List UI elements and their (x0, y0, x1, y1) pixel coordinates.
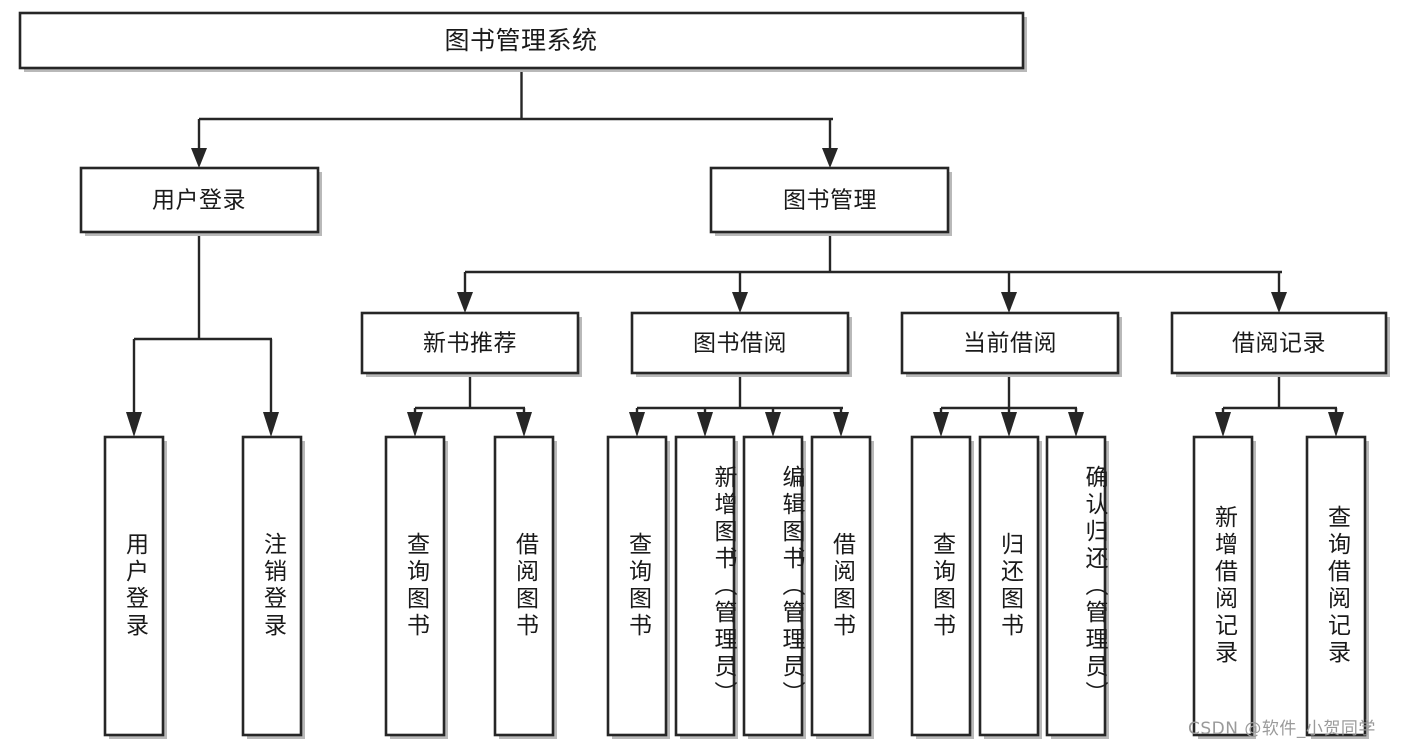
node-current-borrow-box[interactable] (900, 311, 1120, 375)
leaf-new-book-1-box[interactable] (384, 435, 446, 737)
connector-group (126, 68, 1344, 437)
arrowhead-nb-1 (407, 412, 423, 437)
arrowhead-nb-2 (516, 412, 532, 437)
node-borrow-record-label: 借阅记录 (1232, 331, 1326, 357)
arrowhead-bb-2 (697, 412, 713, 437)
arrowhead-cb-2 (1001, 412, 1017, 437)
leaf-node-new-book-1[interactable] (384, 435, 448, 739)
leaf-book-borrow-2-box[interactable] (674, 435, 736, 737)
node-user-login[interactable]: 用户登录 (79, 166, 322, 236)
arrowhead-br-1 (1215, 412, 1231, 437)
leaf-current-borrow-1-box[interactable] (910, 435, 972, 737)
node-book-borrow-box[interactable] (630, 311, 850, 375)
leaf-node-book-borrow-2[interactable] (674, 435, 738, 739)
leaf-node-current-borrow-3[interactable] (1045, 435, 1109, 739)
arrowhead-bm-1 (457, 292, 473, 313)
node-new-book-recommend-box[interactable] (360, 311, 580, 375)
leaf-book-borrow-3-box[interactable] (742, 435, 804, 737)
leaf-book-borrow-4-box[interactable] (810, 435, 872, 737)
leaf-node-book-borrow-3[interactable] (742, 435, 806, 739)
node-user-login-label: 用户登录 (152, 188, 246, 214)
leaf-node-borrow-record-1[interactable] (1192, 435, 1256, 739)
leaf-user-login-2-box[interactable] (241, 435, 303, 737)
leaf-node-borrow-record-2[interactable] (1305, 435, 1369, 739)
arrowhead-br-2 (1328, 412, 1344, 437)
node-new-book-recommend-label: 新书推荐 (423, 331, 517, 357)
arrowhead-bb-1 (629, 412, 645, 437)
leaf-node-current-borrow-1[interactable] (910, 435, 974, 739)
arrowhead-cb-3 (1068, 412, 1084, 437)
arrowhead-bm-3 (1001, 292, 1017, 313)
arrowhead-ul-1 (126, 412, 142, 437)
arrowhead-bb-3 (765, 412, 781, 437)
node-current-borrow-label: 当前借阅 (963, 331, 1057, 357)
leaf-borrow-record-1-box[interactable] (1192, 435, 1254, 737)
node-user-login-box[interactable] (79, 166, 320, 234)
leaf-borrow-record-2-box[interactable] (1305, 435, 1367, 737)
arrowhead-cb-1 (933, 412, 949, 437)
leaf-node-user-login-2[interactable] (241, 435, 305, 739)
arrowhead-bb-4 (833, 412, 849, 437)
leaf-new-book-2-box[interactable] (493, 435, 555, 737)
node-root[interactable]: 图书管理系统 (18, 11, 1027, 72)
node-book-borrow[interactable]: 图书借阅 (630, 311, 852, 377)
node-borrow-record[interactable]: 借阅记录 (1170, 311, 1390, 377)
leaf-current-borrow-3-box[interactable] (1045, 435, 1107, 737)
leaf-node-book-borrow-4[interactable] (810, 435, 874, 739)
leaf-user-login-1-box[interactable] (103, 435, 165, 737)
node-book-management-box[interactable] (709, 166, 950, 234)
node-current-borrow[interactable]: 当前借阅 (900, 311, 1122, 377)
arrowhead-ul-2 (263, 412, 279, 437)
arrowhead-bm-4 (1271, 292, 1287, 313)
leaf-node-book-borrow-1[interactable] (606, 435, 670, 739)
arrowhead-book-mgmt (822, 148, 838, 168)
node-book-management-label: 图书管理 (783, 188, 877, 214)
node-root-label: 图书管理系统 (444, 26, 597, 55)
node-borrow-record-box[interactable] (1170, 311, 1388, 375)
leaf-node-current-borrow-2[interactable] (978, 435, 1042, 739)
arrowhead-bm-2 (732, 292, 748, 313)
arrowhead-user-login (191, 148, 207, 168)
node-root-box[interactable] (18, 11, 1025, 70)
node-book-management[interactable]: 图书管理 (709, 166, 952, 236)
watermark-text: CSDN @软件_小贺同学 (1188, 719, 1376, 739)
node-new-book-recommend[interactable]: 新书推荐 (360, 311, 582, 377)
leaf-node-user-login-1[interactable] (103, 435, 167, 739)
leaf-node-new-book-2[interactable] (493, 435, 557, 739)
leaf-current-borrow-2-box[interactable] (978, 435, 1040, 737)
leaf-book-borrow-1-box[interactable] (606, 435, 668, 737)
node-book-borrow-label: 图书借阅 (693, 331, 787, 357)
